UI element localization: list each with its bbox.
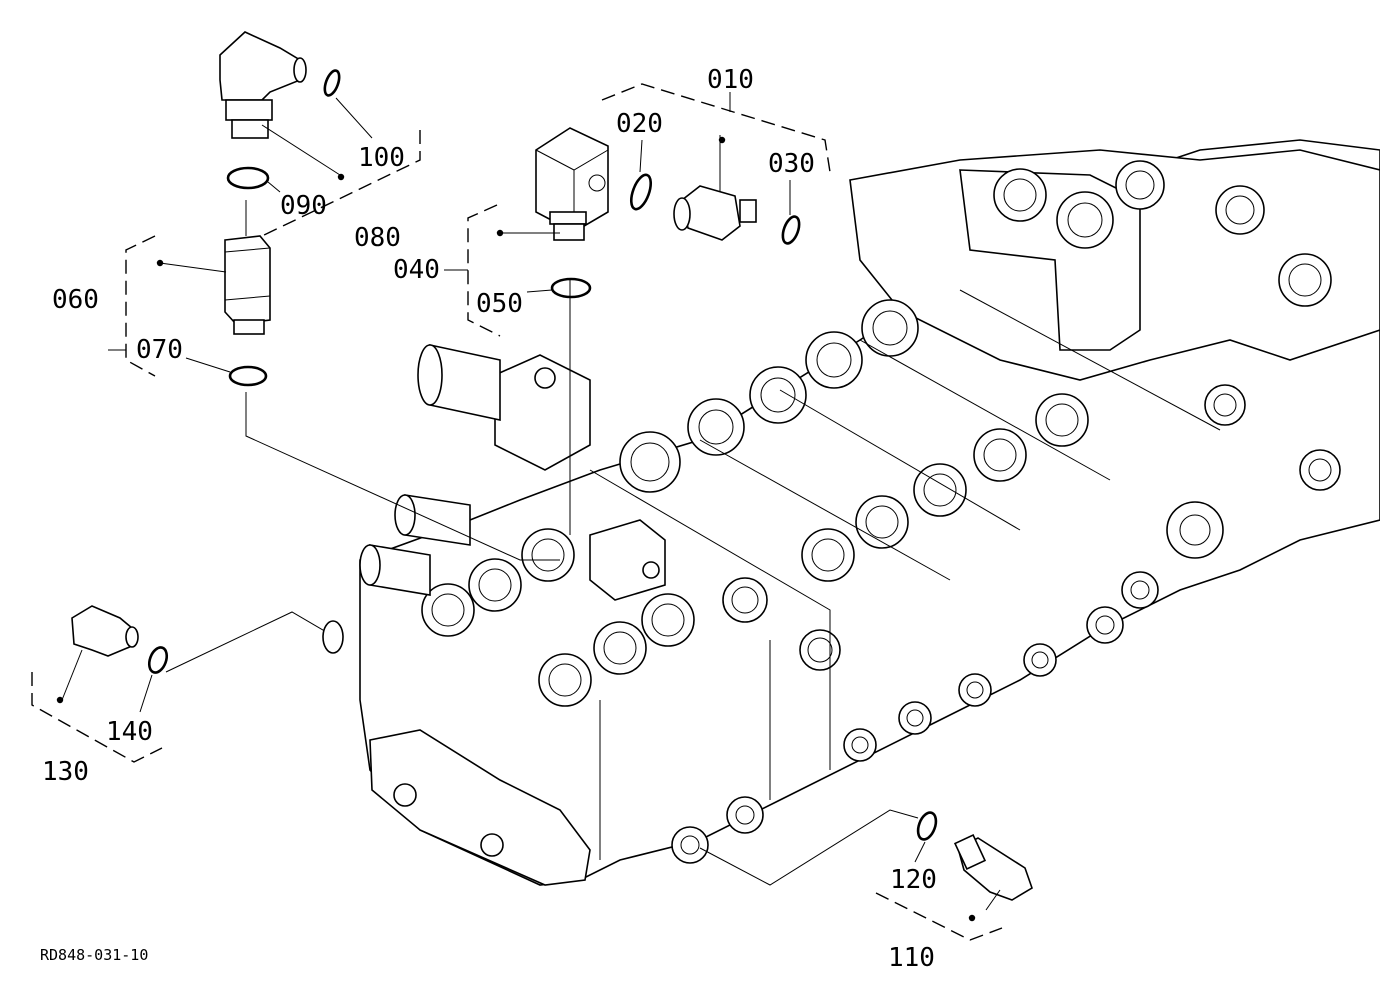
control-valve-assembly (359, 139, 1380, 886)
part-010-solenoid-assembly (535, 83, 831, 241)
callout-080: 080 (354, 223, 401, 253)
part-100-o-ring (323, 69, 373, 139)
leader-120 (914, 841, 926, 863)
part-080-elbow-fitting (219, 31, 421, 237)
leader-050 (526, 289, 553, 293)
leader-090 (267, 181, 281, 193)
drawing-code: RD848-031-10 (40, 946, 148, 964)
part-130-elbow-fitting (31, 605, 163, 763)
leader-060 (159, 262, 227, 273)
leader-140-to-valve (165, 611, 341, 673)
callout-100: 100 (358, 143, 405, 173)
part-030-o-ring (781, 215, 801, 245)
leader-070-to-valve (245, 392, 560, 561)
callout-070: 070 (136, 335, 183, 365)
callout-labels: 010 020 030 040 050 060 070 080 090 100 … (40, 65, 937, 973)
valve-port-140 (322, 620, 344, 654)
part-020-fitting (673, 135, 757, 241)
bracket-040 (467, 204, 501, 337)
part-060-cartridge (125, 200, 271, 377)
leader-070 (185, 357, 231, 373)
callout-120: 120 (890, 865, 937, 895)
leader-020 (639, 139, 643, 173)
callout-130: 130 (42, 757, 89, 787)
part-090-o-ring (226, 166, 270, 190)
callout-140: 140 (106, 717, 153, 747)
leader-140 (139, 674, 153, 713)
callout-110: 110 (888, 943, 935, 973)
callout-040: 040 (393, 255, 440, 285)
leader-dots (56, 136, 976, 922)
callout-030: 030 (768, 149, 815, 179)
callout-060: 060 (52, 285, 99, 315)
part-020-o-ring (629, 173, 653, 211)
part-140-o-ring (147, 646, 169, 674)
part-070-o-ring (228, 365, 268, 387)
callout-050: 050 (476, 289, 523, 319)
leader-120-to-valve (699, 809, 919, 886)
callout-090: 090 (280, 191, 327, 221)
part-120-o-ring (916, 811, 938, 841)
part-050-o-ring (550, 277, 592, 299)
part-110-fitting (875, 834, 1033, 941)
callout-010: 010 (707, 65, 754, 95)
callout-020: 020 (616, 109, 663, 139)
